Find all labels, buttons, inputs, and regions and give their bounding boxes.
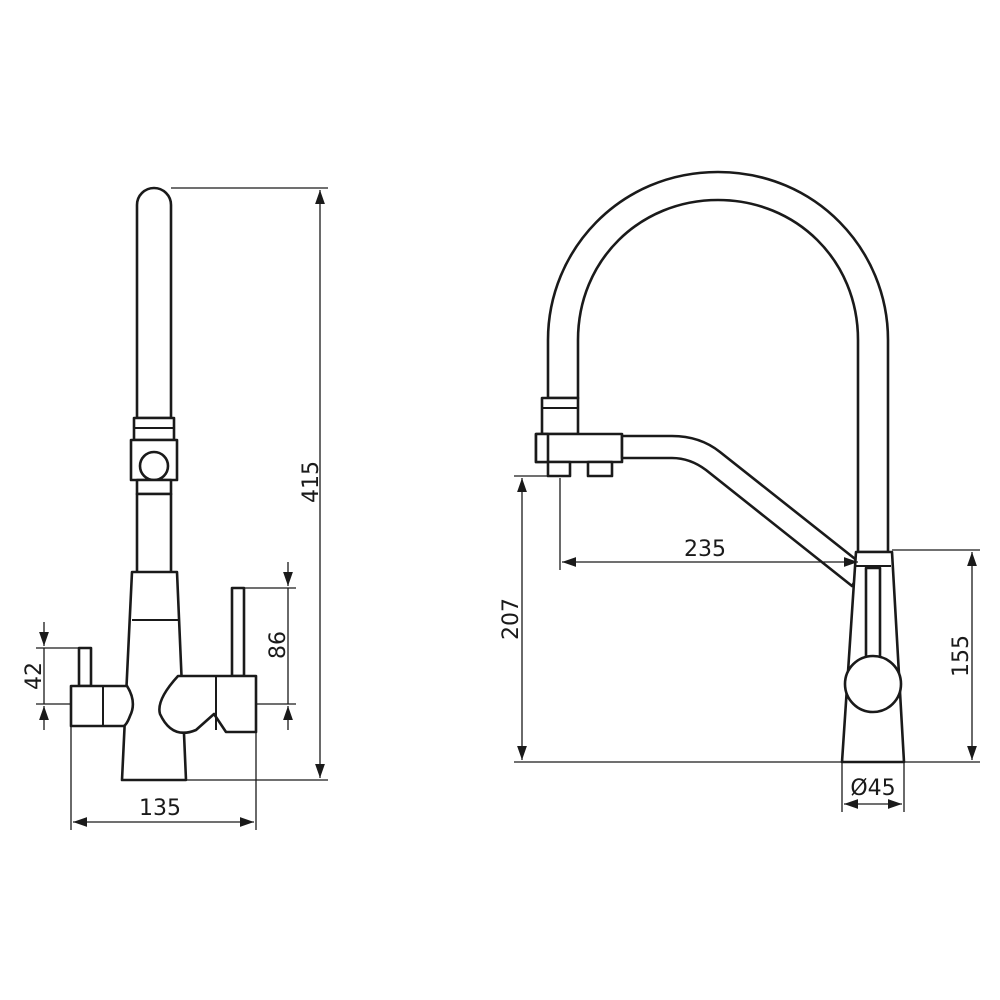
dim-label-base-diameter: Ø45 — [850, 776, 895, 801]
dim-label-small-lever: 42 — [22, 662, 47, 690]
dim-side-body-height: 155 — [892, 549, 980, 763]
front-right-lever-stem — [230, 586, 246, 678]
dim-total-height: 415 — [171, 187, 328, 781]
dim-front-width: 135 — [70, 726, 257, 830]
dim-label-front-width: 135 — [139, 796, 181, 821]
side-lever-stem — [864, 566, 882, 660]
dim-spout-reach: 235 — [559, 478, 858, 570]
side-spray-head-cap — [534, 432, 550, 464]
dim-side-base-height: 207 — [499, 475, 842, 763]
dim-label-side-body-height: 155 — [949, 635, 974, 677]
dim-base-diameter: Ø45 — [841, 762, 905, 812]
front-view — [69, 186, 258, 782]
dim-small-lever-height: 42 — [22, 622, 79, 730]
front-lower-collar — [135, 478, 173, 496]
front-left-handle — [69, 684, 135, 728]
side-spray-collar — [540, 396, 580, 436]
dim-label-side-base-height: 207 — [499, 598, 524, 640]
front-spout-tube — [135, 186, 173, 420]
side-nozzle-right — [586, 460, 614, 478]
side-arched-hose — [546, 170, 890, 554]
front-joint-knob — [138, 450, 170, 482]
side-filter-pipe — [620, 434, 866, 588]
front-left-lever-stem — [77, 646, 93, 688]
side-nozzle-left — [546, 460, 572, 478]
side-spray-head — [534, 432, 624, 464]
dim-label-lever-height: 86 — [266, 631, 291, 659]
dim-label-spout-reach: 235 — [684, 537, 726, 562]
dim-lever-height: 86 — [244, 562, 296, 730]
side-view — [534, 170, 906, 764]
dim-label-total-height: 415 — [299, 461, 324, 503]
side-lever-knob — [843, 654, 903, 714]
front-right-handle — [158, 674, 258, 735]
